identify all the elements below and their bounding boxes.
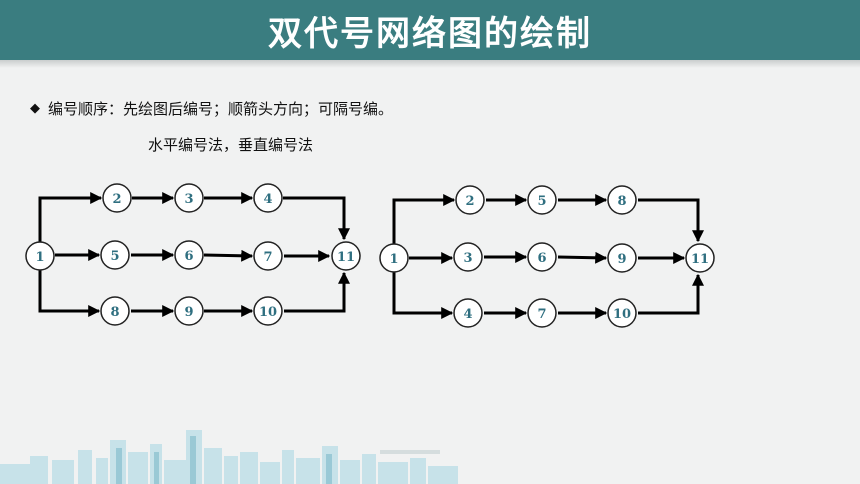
city-skyline-decoration: [0, 430, 458, 484]
svg-text:2: 2: [465, 194, 474, 209]
edge-L1-L8: [38, 268, 101, 317]
edge-R8-R11: [638, 198, 704, 243]
svg-text:10: 10: [259, 305, 277, 320]
node-right-11: 11: [685, 243, 715, 273]
edge-R1-R4: [392, 271, 454, 319]
svg-text:3: 3: [463, 251, 472, 266]
svg-text:6: 6: [537, 251, 546, 266]
node-left-8: 8: [100, 296, 130, 326]
node-right-1: 1: [379, 243, 409, 273]
node-left-6: 6: [174, 240, 204, 270]
diamond-bullet-icon: ◆: [30, 101, 40, 116]
svg-text:10: 10: [613, 307, 631, 322]
node-right-2: 2: [455, 185, 485, 215]
node-left-4: 4: [253, 183, 283, 213]
numbering-rule-line: ◆ 编号顺序：先绘图后编号；顺箭头方向；可隔号编。: [30, 98, 393, 119]
node-right-7: 7: [527, 298, 557, 328]
node-right-3: 3: [453, 242, 483, 272]
node-left-9: 9: [174, 296, 204, 326]
node-left-5: 5: [100, 240, 130, 270]
svg-text:9: 9: [184, 305, 193, 320]
svg-text:1: 1: [389, 252, 398, 267]
svg-text:2: 2: [112, 192, 121, 207]
node-right-4: 4: [453, 298, 483, 328]
edge-L4-L11: [283, 196, 350, 241]
node-right-10: 10: [607, 298, 637, 328]
svg-text:3: 3: [184, 192, 193, 207]
page-title: 双代号网络图的绘制: [268, 13, 592, 54]
svg-text:5: 5: [110, 249, 119, 264]
edge-R1-R2: [392, 194, 456, 244]
svg-text:11: 11: [691, 252, 709, 267]
node-left-11: 11: [331, 241, 361, 271]
numbering-rule-text: 编号顺序：先绘图后编号；顺箭头方向；可隔号编。: [48, 100, 394, 118]
svg-text:4: 4: [263, 192, 272, 207]
edge-L10-L11: [284, 271, 350, 313]
svg-text:11: 11: [337, 250, 355, 265]
node-left-2: 2: [102, 183, 132, 213]
right-diagram-edges: [392, 194, 704, 319]
node-right-9: 9: [607, 243, 637, 273]
left-diagram-edges: [38, 192, 350, 317]
svg-text:8: 8: [617, 194, 626, 209]
network-diagrams: 1 2 3 4 5 6 7 8 9 10 11 1 2 5 8 3 6 9 4 …: [25, 183, 715, 328]
node-right-5: 5: [527, 185, 557, 215]
node-left-10: 10: [253, 296, 283, 326]
title-bar: 双代号网络图的绘制: [0, 0, 860, 60]
svg-text:9: 9: [617, 252, 626, 267]
svg-text:8: 8: [110, 305, 119, 320]
edge-L6-L7: [203, 249, 254, 262]
node-left-1: 1: [25, 241, 55, 271]
edge-R6-R9: [557, 251, 608, 264]
svg-text:6: 6: [184, 249, 193, 264]
svg-text:7: 7: [263, 250, 272, 265]
node-left-3: 3: [174, 183, 204, 213]
numbering-methods-text: 水平编号法，垂直编号法: [148, 136, 314, 154]
edge-R10-R11: [638, 273, 704, 315]
svg-text:4: 4: [463, 307, 472, 322]
edge-L1-L2: [38, 192, 103, 243]
node-right-6: 6: [527, 242, 557, 272]
svg-text:1: 1: [35, 250, 44, 265]
node-right-8: 8: [607, 185, 637, 215]
svg-text:5: 5: [537, 194, 546, 209]
node-left-7: 7: [253, 241, 283, 271]
svg-text:7: 7: [537, 307, 546, 322]
title-divider: [0, 60, 860, 68]
